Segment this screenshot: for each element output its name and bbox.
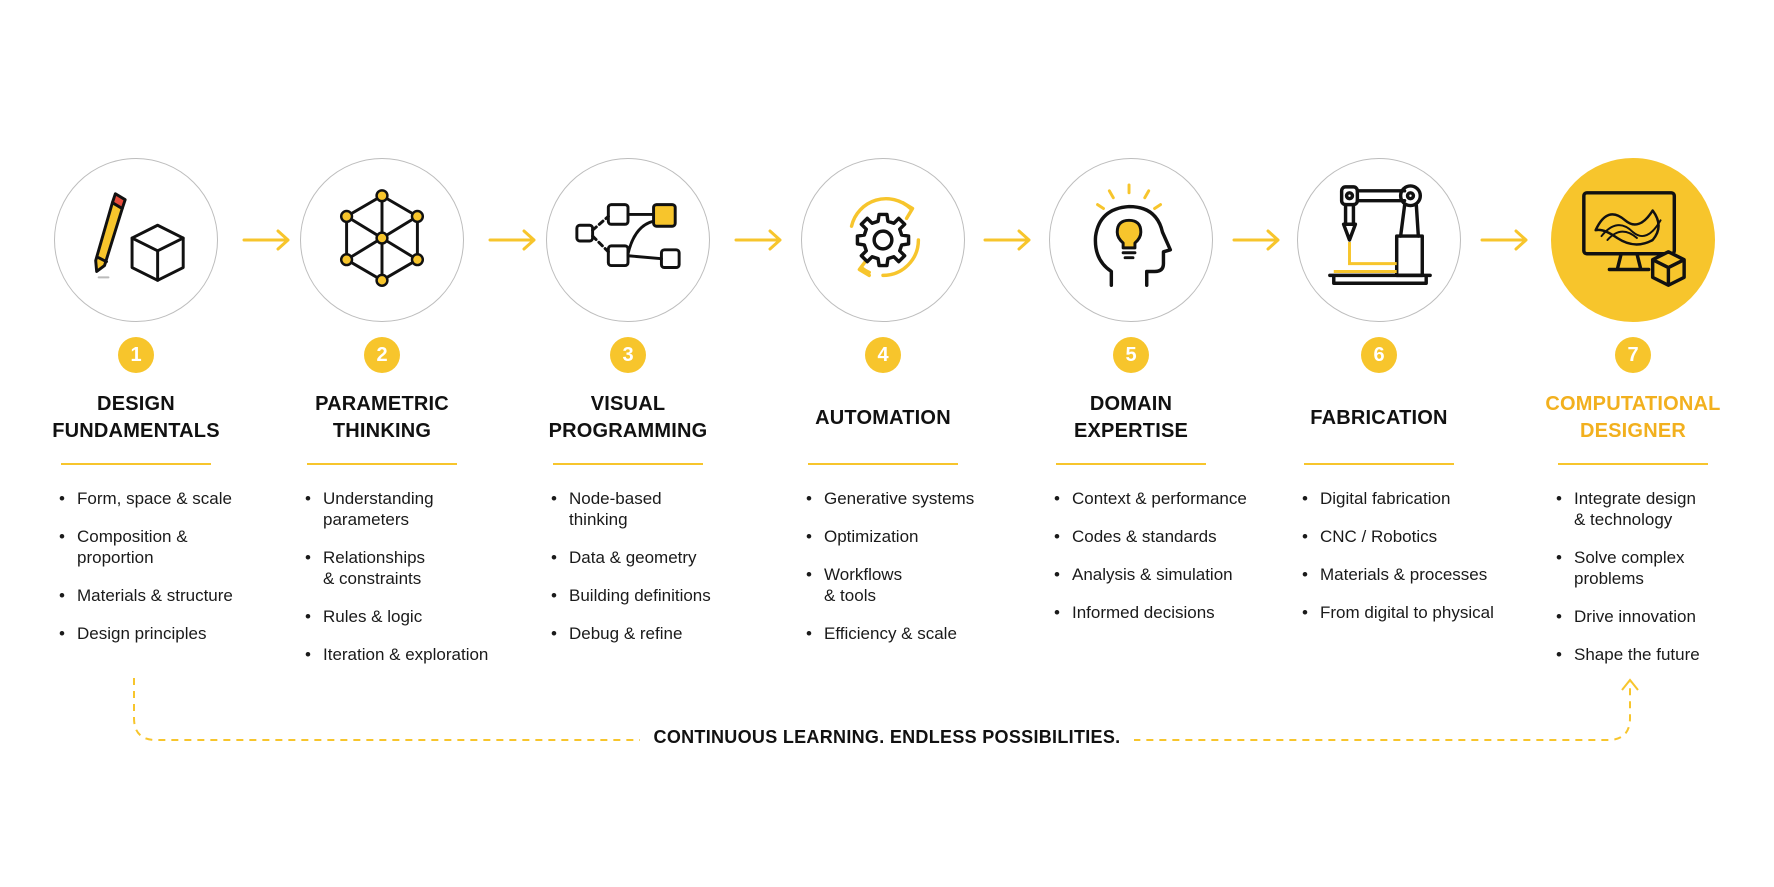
step-icon-circle bbox=[54, 158, 218, 322]
step-3: 3 VISUAL PROGRAMMING Node-based thinking… bbox=[503, 0, 753, 700]
list-item: Digital fabrication bbox=[1302, 488, 1507, 509]
list-item: From digital to physical bbox=[1302, 602, 1507, 623]
divider bbox=[1558, 463, 1708, 465]
list-item: Generative systems bbox=[806, 488, 1011, 509]
arrow-right-icon bbox=[734, 229, 782, 251]
step-number-badge: 1 bbox=[118, 337, 154, 373]
divider bbox=[1304, 463, 1454, 465]
step-item-list: Context & performance Codes & standards … bbox=[1054, 488, 1259, 640]
node-graph-icon bbox=[575, 203, 681, 270]
step-icon-circle bbox=[801, 158, 965, 322]
step-icon-circle bbox=[1551, 158, 1715, 322]
arrow-right-icon bbox=[983, 229, 1031, 251]
divider bbox=[1056, 463, 1206, 465]
step-title: AUTOMATION bbox=[815, 406, 951, 429]
list-item: Debug & refine bbox=[551, 623, 756, 644]
list-item: Optimization bbox=[806, 526, 1011, 547]
list-item: Rules & logic bbox=[305, 606, 510, 627]
step-title: VISUAL PROGRAMMING bbox=[548, 393, 708, 442]
step-item-list: Form, space & scale Composition & propor… bbox=[59, 488, 264, 661]
list-item: Design principles bbox=[59, 623, 264, 644]
step-1: 1 DESIGN FUNDAMENTALS Form, space & scal… bbox=[11, 0, 261, 700]
step-title: COMPUTATIONAL DESIGNER bbox=[1545, 393, 1721, 442]
arrow-right-icon bbox=[1480, 229, 1528, 251]
divider bbox=[61, 463, 211, 465]
step-5: 5 DOMAIN EXPERTISE Context & performance… bbox=[1006, 0, 1256, 700]
arrow-right-icon bbox=[488, 229, 536, 251]
step-icon-circle bbox=[1297, 158, 1461, 322]
list-item: Data & geometry bbox=[551, 547, 756, 568]
list-item: Analysis & simulation bbox=[1054, 564, 1259, 585]
node-cube-icon bbox=[339, 189, 425, 287]
list-item: Iteration & exploration bbox=[305, 644, 510, 665]
list-item: Understanding parameters bbox=[305, 488, 510, 530]
arrow-right-icon bbox=[1232, 229, 1280, 251]
step-number-badge: 6 bbox=[1361, 337, 1397, 373]
step-7: 7 COMPUTATIONAL DESIGNER Integrate desig… bbox=[1508, 0, 1758, 700]
step-item-list: Understanding parameters Relationships &… bbox=[305, 488, 510, 682]
arrow-right-icon bbox=[242, 229, 290, 251]
step-title: FABRICATION bbox=[1310, 406, 1448, 429]
list-item: Relationships & constraints bbox=[305, 547, 510, 589]
list-item: Workflows & tools bbox=[806, 564, 1011, 606]
robot-arm-icon bbox=[1328, 184, 1432, 285]
step-number-badge: 5 bbox=[1113, 337, 1149, 373]
list-item: Shape the future bbox=[1556, 644, 1761, 665]
step-title: DESIGN FUNDAMENTALS bbox=[52, 393, 220, 442]
step-number-badge: 4 bbox=[865, 337, 901, 373]
list-item: Drive innovation bbox=[1556, 606, 1761, 627]
step-number-badge: 3 bbox=[610, 337, 646, 373]
monitor-cube-icon bbox=[1582, 191, 1686, 287]
step-item-list: Digital fabrication CNC / Robotics Mater… bbox=[1302, 488, 1507, 640]
step-title: PARAMETRIC THINKING bbox=[315, 393, 449, 442]
pencil-cube-icon bbox=[94, 192, 185, 282]
gear-cycle-icon bbox=[849, 196, 921, 278]
step-icon-circle bbox=[300, 158, 464, 322]
list-item: Materials & structure bbox=[59, 585, 264, 606]
divider bbox=[808, 463, 958, 465]
list-item: Composition & proportion bbox=[59, 526, 264, 568]
divider bbox=[307, 463, 457, 465]
step-title: DOMAIN EXPERTISE bbox=[1073, 393, 1189, 442]
head-lightbulb-icon bbox=[1093, 183, 1173, 287]
list-item: CNC / Robotics bbox=[1302, 526, 1507, 547]
list-item: Materials & processes bbox=[1302, 564, 1507, 585]
list-item: Informed decisions bbox=[1054, 602, 1259, 623]
list-item: Efficiency & scale bbox=[806, 623, 1011, 644]
tagline: CONTINUOUS LEARNING. ENDLESS POSSIBILITI… bbox=[0, 727, 1774, 748]
list-item: Building definitions bbox=[551, 585, 756, 606]
step-6: 6 FABRICATION Digital fabrication CNC / … bbox=[1254, 0, 1504, 700]
divider bbox=[553, 463, 703, 465]
step-number-badge: 2 bbox=[364, 337, 400, 373]
step-item-list: Node-based thinking Data & geometry Buil… bbox=[551, 488, 756, 661]
step-icon-circle bbox=[546, 158, 710, 322]
list-item: Form, space & scale bbox=[59, 488, 264, 509]
step-icon-circle bbox=[1049, 158, 1213, 322]
step-item-list: Generative systems Optimization Workflow… bbox=[806, 488, 1011, 661]
list-item: Codes & standards bbox=[1054, 526, 1259, 547]
step-number-badge: 7 bbox=[1615, 337, 1651, 373]
list-item: Integrate design & technology bbox=[1556, 488, 1761, 530]
list-item: Solve complex problems bbox=[1556, 547, 1761, 589]
step-item-list: Integrate design & technology Solve comp… bbox=[1556, 488, 1761, 682]
step-2: 2 PARAMETRIC THINKING Understanding para… bbox=[257, 0, 507, 700]
list-item: Context & performance bbox=[1054, 488, 1259, 509]
list-item: Node-based thinking bbox=[551, 488, 756, 530]
step-4: 4 AUTOMATION Generative systems Optimiza… bbox=[758, 0, 1008, 700]
